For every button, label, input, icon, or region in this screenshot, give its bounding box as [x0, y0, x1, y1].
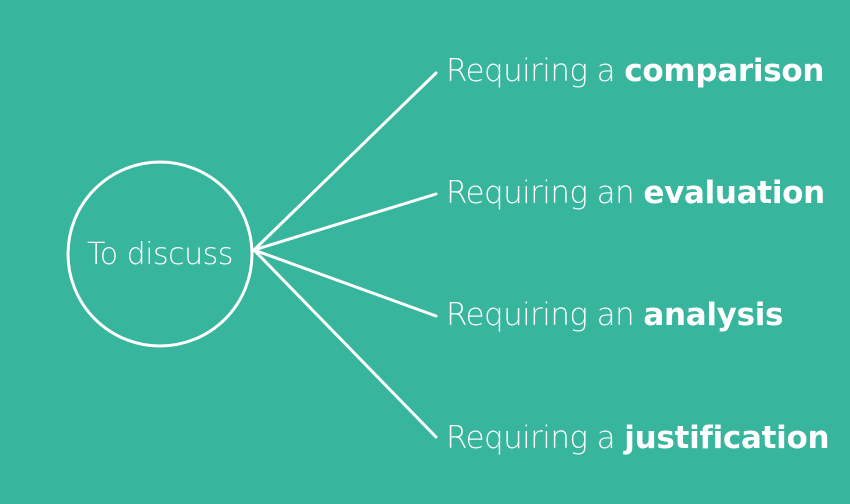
connector-line-justification — [252, 248, 438, 439]
branch-prefix: Requiring a — [446, 53, 616, 89]
branch-prefix: Requiring an — [446, 297, 635, 333]
branch-analysis: Requiring an analysis — [446, 295, 784, 335]
connector-line-analysis — [252, 248, 438, 318]
connector-line-evaluation — [252, 192, 438, 252]
branch-emphasis: evaluation — [643, 175, 825, 211]
hub-label: To discuss — [87, 236, 233, 272]
branch-emphasis: analysis — [643, 297, 784, 333]
branch-emphasis: justification — [624, 420, 830, 456]
branch-emphasis: comparison — [624, 53, 825, 89]
branch-evaluation: Requiring an evaluation — [446, 173, 825, 213]
branch-comparison: Requiring a comparison — [446, 51, 824, 91]
hub-circle — [66, 160, 254, 348]
connector-line-comparison — [252, 71, 438, 252]
branch-prefix: Requiring an — [446, 175, 635, 211]
branch-prefix: Requiring a — [446, 420, 616, 456]
branch-justification: Requiring a justification — [446, 418, 830, 458]
